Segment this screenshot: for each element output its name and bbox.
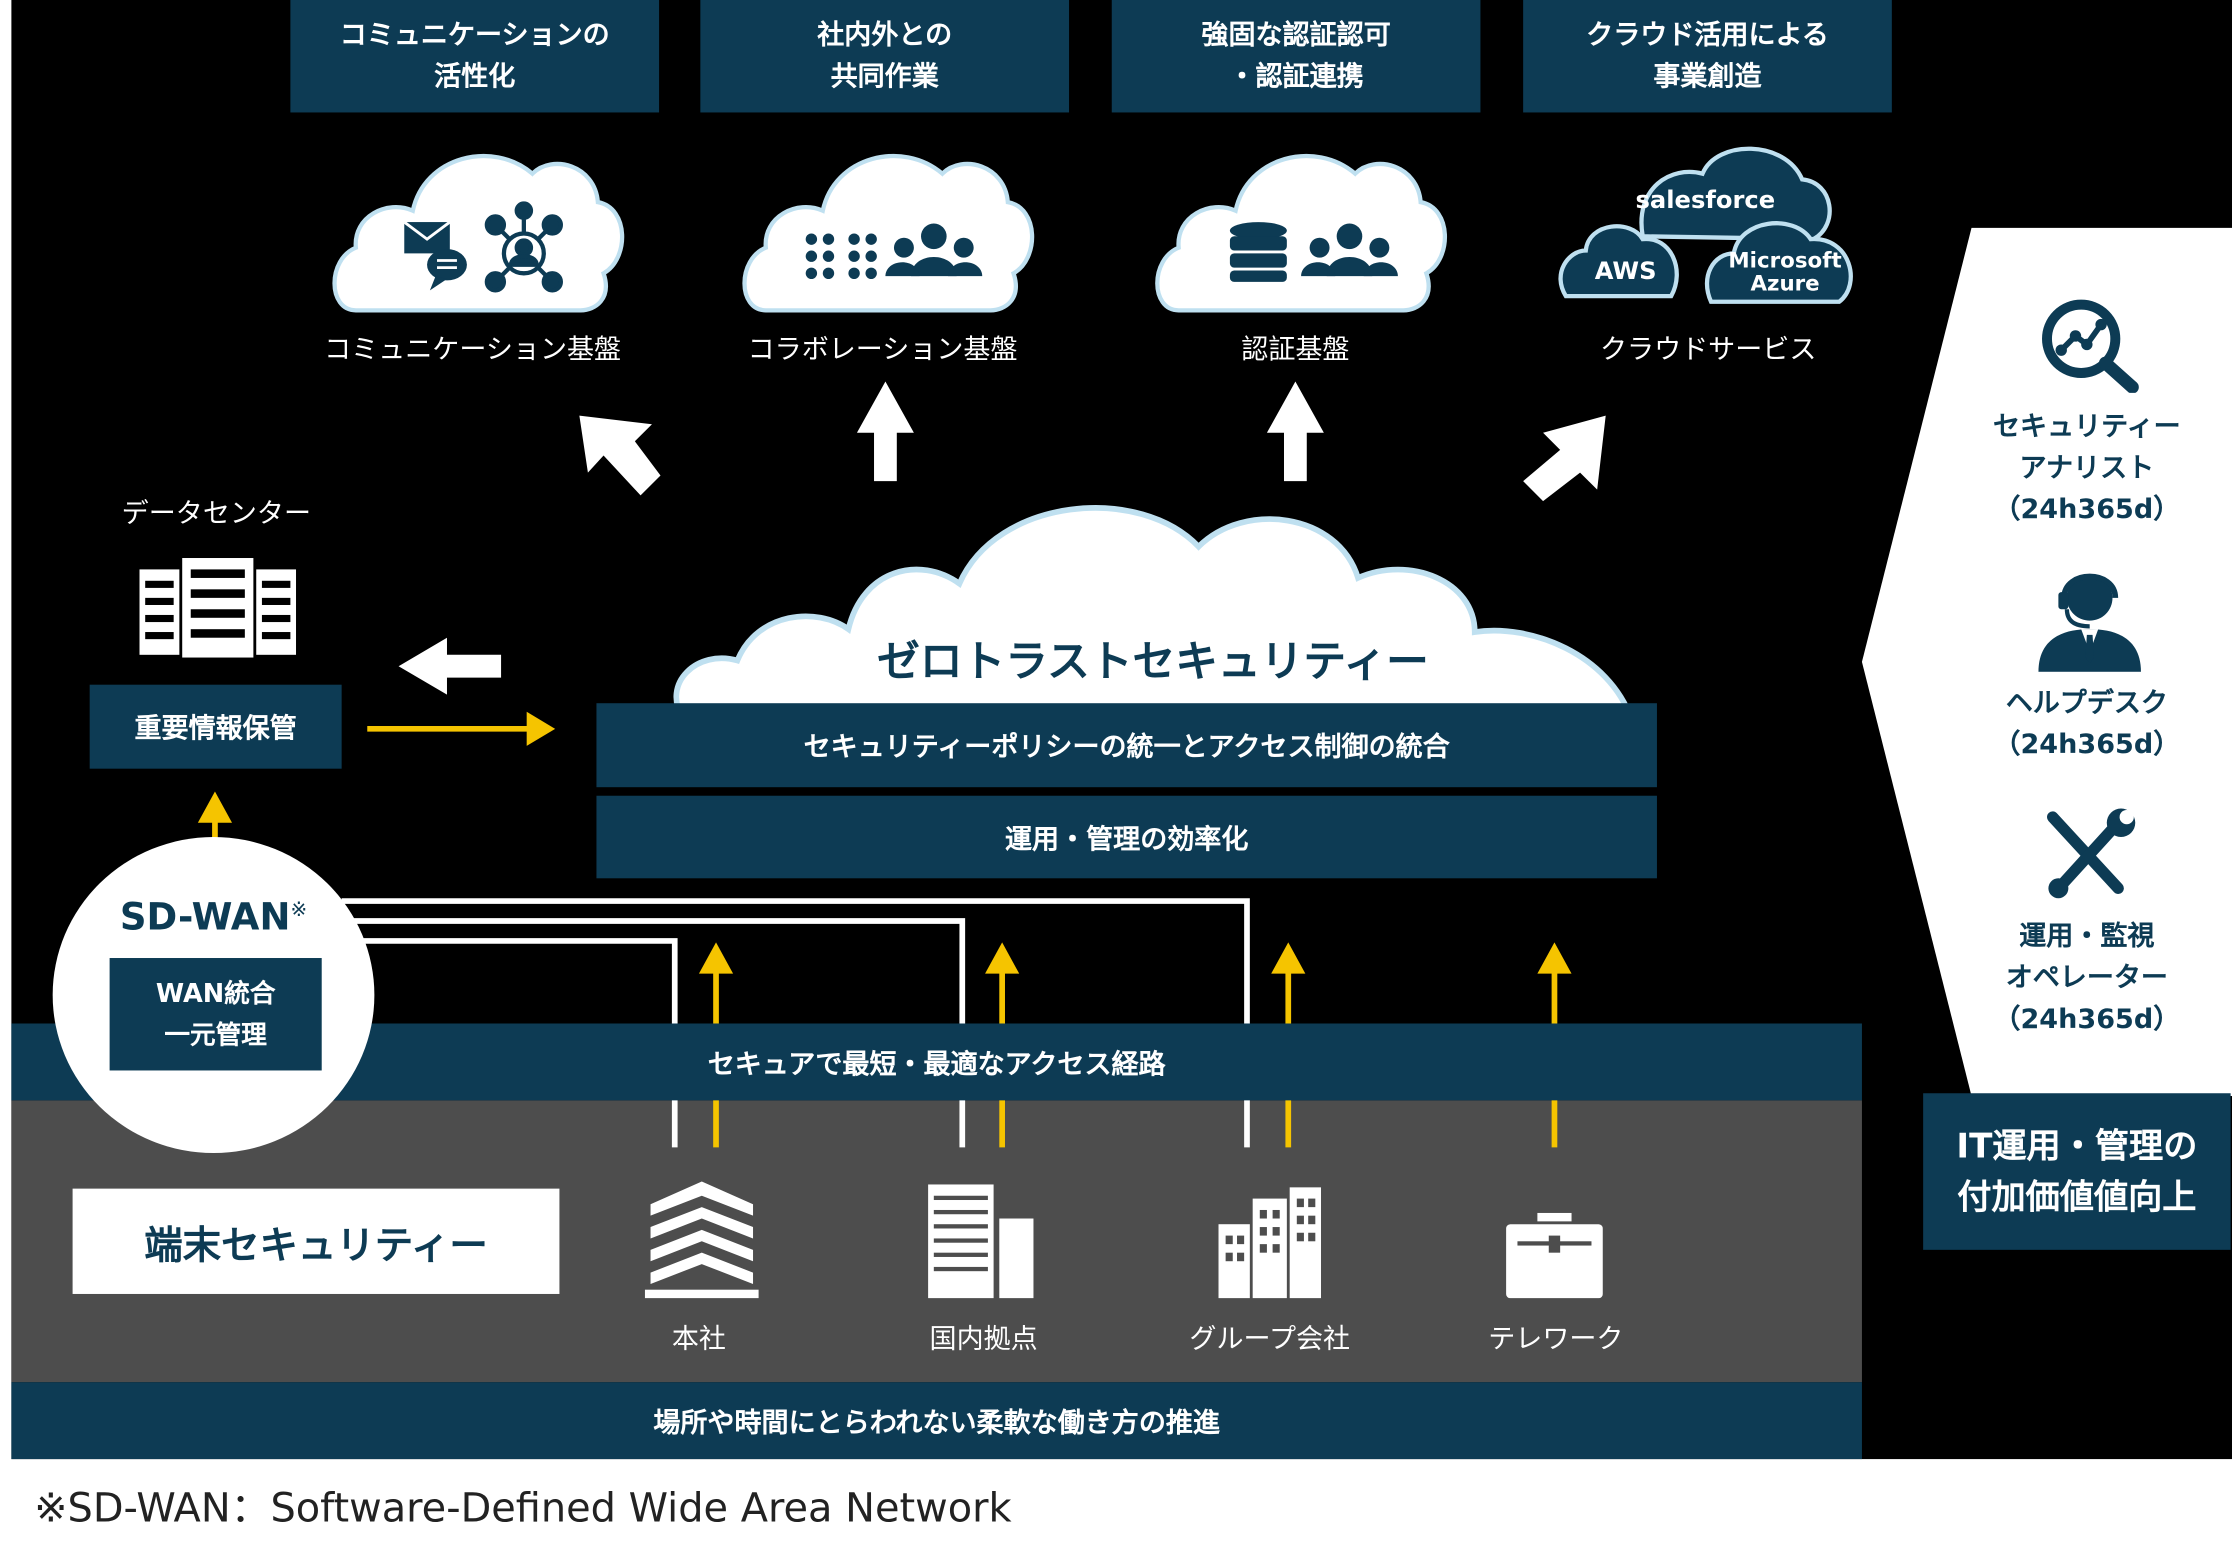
goal-communication: コミュニケーションの 活性化	[290, 0, 660, 113]
cloud-service-label: クラウドサービス	[1599, 334, 1817, 366]
sdwan-title: SD-WAN※	[71, 897, 356, 940]
dot-grid-icon	[805, 233, 877, 280]
analytics-magnifier-icon	[2042, 299, 2139, 393]
collaboration-cloud	[742, 153, 1035, 313]
telework-briefcase-icon	[1506, 1212, 1603, 1299]
policy-unification-band: セキュリティーポリシーの統一とアクセス制御の統合	[596, 703, 1657, 788]
zero-trust-title: ゼロトラストセキュリティー	[877, 637, 1429, 688]
zero-trust-cloud	[673, 505, 1636, 722]
location-group-company: グループ会社	[1189, 1323, 1351, 1356]
tools-icon	[2046, 808, 2136, 899]
helpdesk-operator-icon	[2038, 573, 2141, 672]
arrow-up-2	[1266, 381, 1324, 482]
helpdesk-label: ヘルプデスク （24h365d）	[1993, 687, 2181, 761]
authentication-cloud	[1155, 153, 1448, 313]
operations-monitoring-label: 運用・監視 オペレーター （24h365d）	[1993, 921, 2181, 1035]
it-value-box: IT運用・管理の 付加価値値向上	[1923, 1093, 2231, 1250]
important-data-storage-box: 重要情報保管	[89, 684, 342, 769]
sdwan-footnote-mark: ※	[290, 898, 308, 922]
team-icon	[1301, 223, 1398, 277]
upward-arrows	[398, 381, 1606, 695]
azure-logo-text-2: Azure	[1750, 271, 1819, 296]
flexible-work-band: 場所や時間にとらわれない柔軟な働き方の推進	[11, 1382, 1862, 1460]
arrow-up-right	[1523, 415, 1606, 502]
communication-cloud	[332, 153, 625, 313]
footnote: ※SD-WAN：Software-Defined Wide Area Netwo…	[34, 1484, 1012, 1532]
operation-efficiency-band: 運用・管理の効率化	[596, 795, 1657, 879]
azure-logo-text-1: Microsoft	[1728, 249, 1841, 274]
server-rack-icon	[139, 558, 297, 658]
location-telework: テレワーク	[1488, 1323, 1624, 1356]
location-headquarters: 本社	[671, 1323, 726, 1356]
endpoint-security-box: 端末セキュリティー	[72, 1188, 560, 1294]
goal-authentication: 強固な認証認可 ・認証連携	[1111, 0, 1481, 113]
cloud-services-group: salesforce AWS Microsoft Azure	[1558, 146, 1853, 304]
aws-logo-text: AWS	[1595, 257, 1657, 285]
salesforce-logo-text: salesforce	[1636, 186, 1776, 214]
goal-collaboration: 社内外との 共同作業	[700, 0, 1070, 113]
datacenter-label: データセンター	[121, 498, 312, 530]
database-icon	[1229, 222, 1287, 282]
sdwan-title-text: SD-WAN	[119, 896, 291, 940]
communication-platform-label: コミュニケーション基盤	[324, 334, 622, 366]
security-analyst-label: セキュリティー アナリスト （24h365d）	[1992, 411, 2181, 526]
wan-integration-box: WAN統合 一元管理	[109, 958, 322, 1071]
arrow-up-1	[856, 381, 914, 482]
goal-cloud-business: クラウド活用による 事業創造	[1523, 0, 1892, 113]
location-domestic-office: 国内拠点	[929, 1323, 1038, 1356]
authentication-platform-label: 認証基盤	[1241, 334, 1350, 366]
network-person-icon	[484, 201, 563, 293]
arrow-up-left	[579, 415, 661, 496]
headquarters-icon	[644, 1181, 759, 1299]
team-icon	[885, 223, 983, 277]
arrow-left	[398, 637, 502, 695]
group-company-icon	[1218, 1187, 1322, 1299]
mail-chat-icon	[403, 220, 467, 291]
collaboration-platform-label: コラボレーション基盤	[747, 334, 1018, 366]
domestic-office-icon	[928, 1184, 1034, 1299]
